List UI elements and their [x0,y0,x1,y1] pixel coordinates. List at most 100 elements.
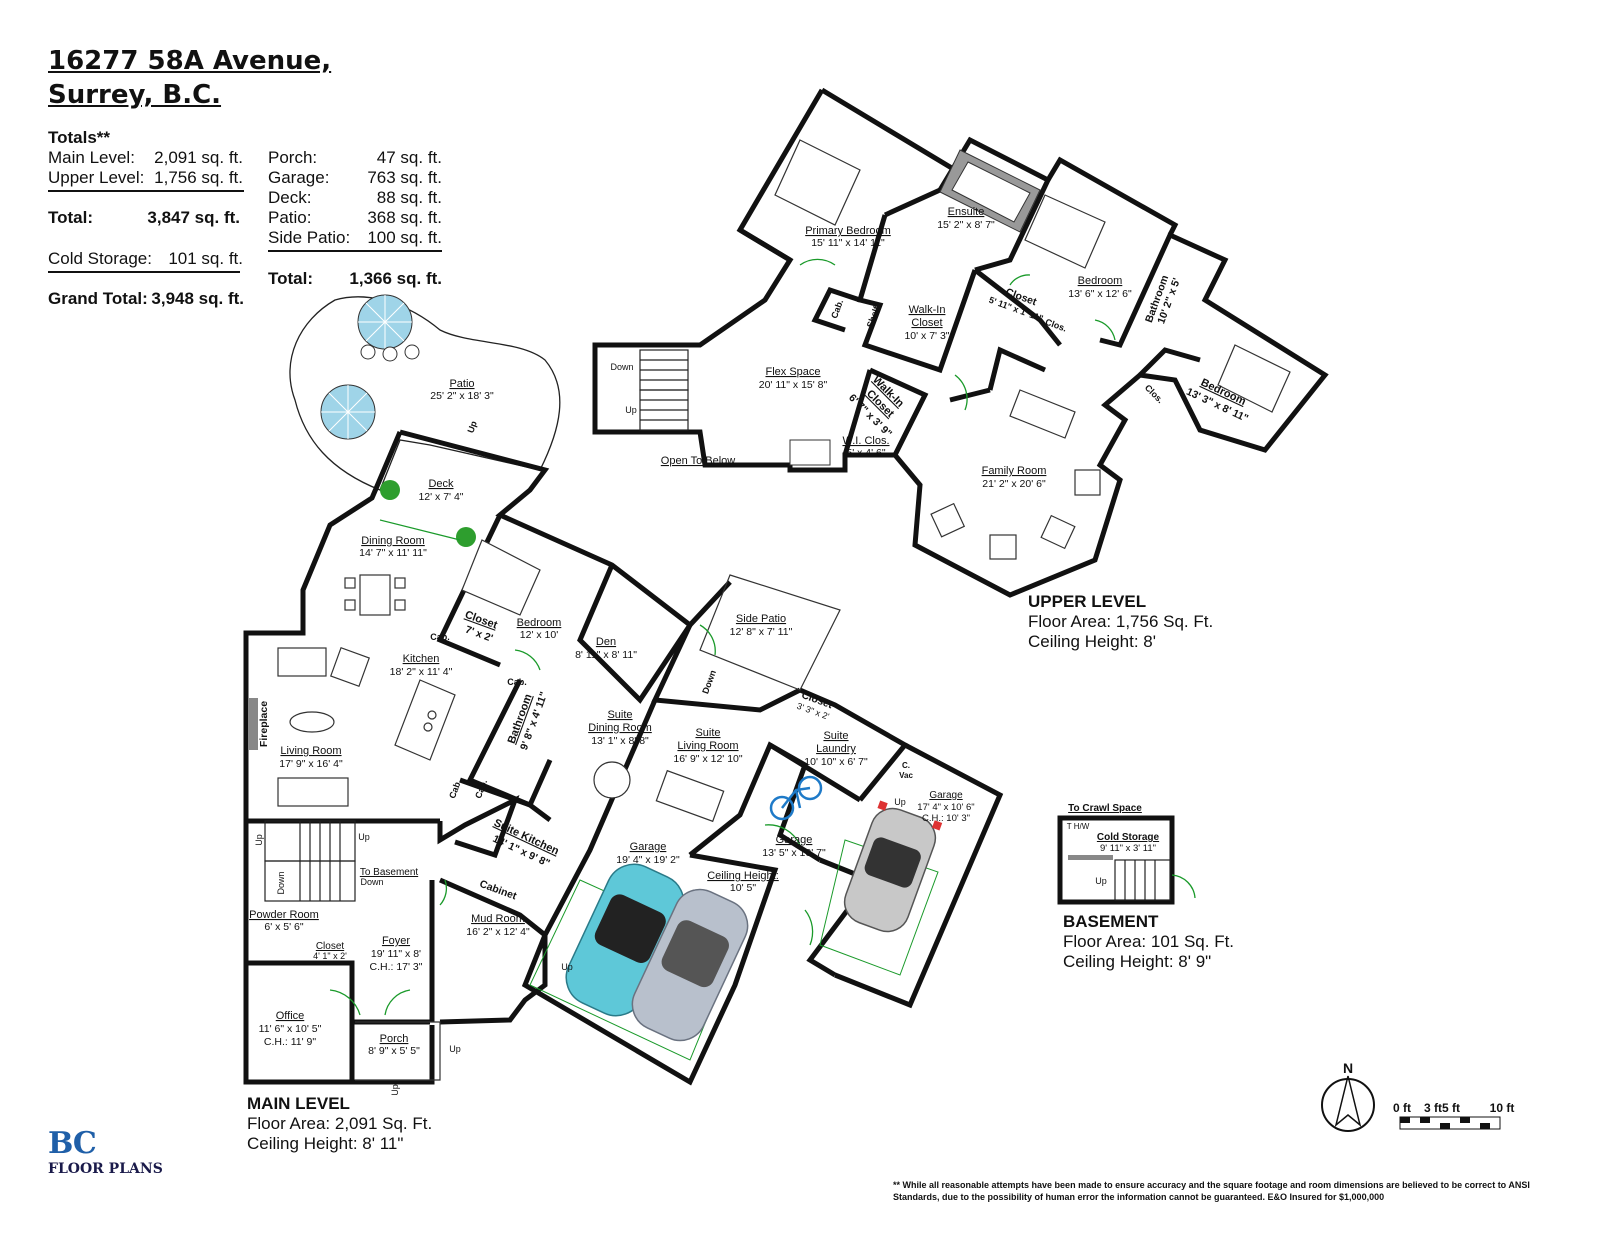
porch-outline [355,1021,441,1081]
dining-name: Dining Room [361,535,425,547]
totals-cold-value: 101 sq. ft. [168,249,243,268]
walkin-dims: 10' x 7' 3" [904,330,949,342]
bedroom-upper-dims: 13' 6" x 12' 6" [1068,288,1132,300]
crawl-space-label: To Crawl Space [1068,803,1142,814]
family-name: Family Room [982,465,1047,477]
to-basement-name: To Basement [360,867,419,878]
deck-up-label: Up [465,419,479,434]
suite-dining-dims: 13' 1" x 8' 8" [591,735,649,747]
fireplace-box [248,698,258,750]
cold-storage-name: Cold Storage [1097,832,1160,843]
hot-water-label: T H/W [1067,822,1090,831]
totals-porch-value: 47 sq. ft. [376,148,442,167]
powder-room-name: Powder Room [249,909,319,921]
basement-stairs [1114,859,1171,901]
primary-bedroom-name: Primary Bedroom [805,225,891,237]
foyer-dims: 19' 11" x 8' [371,948,421,960]
powder-room-dims: 6' x 5' 6" [264,921,304,933]
garage-big-dims: 19' 4" x 19' 2" [616,854,680,866]
cab-label-3: Cab. [447,778,463,800]
totals-patio-value: 368 sq. ft. [367,208,442,227]
totals-patio-label: Patio: [268,208,312,227]
totals-deck-value: 88 sq. ft. [376,188,442,207]
open-below-desk [789,439,831,466]
upper-level-area: Floor Area: 1,756 Sq. Ft. [1028,612,1214,631]
deck-name: Deck [428,478,454,490]
foyer-ch: C.H.: 17' 3" [369,961,422,973]
mud-room-name: Mud Room [471,913,525,925]
cab-label-2: Cab. [507,677,527,687]
den-name: Den [596,636,616,648]
totals-total-value: 3,847 sq. ft. [147,208,240,227]
totals-rule-3 [268,250,442,252]
to-basement-sub: Down [360,877,383,887]
suite-laundry-name: Suite [823,730,848,742]
suite-living-name2: Living Room [677,740,738,752]
garage-up-label-2: Up [561,962,573,972]
disclaimer-text: ** While all reasonable attempts have be… [893,1180,1530,1202]
mud-room-dims: 16' 2" x 12' 4" [466,926,530,938]
bedroom-main-name: Bedroom [517,617,562,629]
main-up-label-2: Up [254,834,264,846]
totals-porch-label: Porch: [268,148,318,167]
fireplace-label: Fireplace [258,701,270,747]
totals-garage-label: Garage: [268,168,330,187]
suite-table [593,761,725,823]
totals-deck-label: Deck: [268,188,312,207]
totals-side-patio-label: Side Patio: [268,228,351,247]
garage-right-name: Garage [929,790,963,801]
suite-dining-name: Suite [607,709,632,721]
wi-clos-name: W.I. Clos. [842,435,889,447]
car-blue [565,863,685,1017]
totals-side-patio-value: 100 sq. ft. [367,228,442,247]
shelf-label: Shelf [865,304,882,329]
scale-label-2: 10 ft [1490,1101,1515,1115]
suite-down-label: Down [700,669,718,695]
basement-level-area: Floor Area: 101 Sq. Ft. [1063,932,1235,951]
central-vac-label-1: C. [902,761,910,770]
logo-mark: BC [48,1126,97,1161]
door-arcs [329,519,814,1016]
totals-garage-value: 763 sq. ft. [367,168,442,187]
totals-grand-value: 3,948 sq. ft. [151,289,244,308]
suite-living-dims: 16' 9" x 12' 10" [673,753,743,765]
upper-level-title: UPPER LEVEL [1028,592,1147,611]
wi-clos-dims: 5' x 4' 6" [846,447,886,459]
scale-label-1: 3 ft5 ft [1424,1101,1460,1115]
closet-foyer-dims: 4' 1" x 2' [313,951,347,961]
bed-main [461,539,541,616]
upper-stairs [639,349,689,431]
totals-main-label: Main Level: [48,148,135,167]
main-down-label: Down [276,871,286,894]
logo-text: FLOOR PLANS [48,1161,163,1177]
upper-beds [774,139,1291,413]
car-silver [631,888,749,1042]
patio-outline [289,296,561,491]
walkin-name: Walk-In [909,304,946,316]
porch-up-label-2: Up [390,1084,400,1096]
totals-total-label: Total: [48,208,94,227]
living-name: Living Room [280,745,341,757]
patio-name: Patio [449,378,474,390]
side-patio-name: Side Patio [736,613,786,625]
porch-up-label: Up [449,1044,461,1054]
totals-grand-label: Grand Total: [48,289,148,308]
main-level-area: Floor Area: 2,091 Sq. Ft. [247,1114,433,1133]
foyer-name: Foyer [382,935,410,947]
suite-living-name: Suite [695,727,720,739]
basement-level-info: BASEMENT Floor Area: 101 Sq. Ft. Ceiling… [1063,912,1234,972]
upper-down-label: Down [610,362,633,372]
office-name: Office [276,1010,305,1022]
suite-dining-name2: Dining Room [588,722,652,734]
upper-level-ceiling: Ceiling Height: 8' [1028,632,1156,651]
garage-up-label: Up [894,797,906,807]
totals-main-value: 2,091 sq. ft. [154,148,243,167]
living-dims: 17' 9" x 16' 4" [279,758,343,770]
basement-walls [1057,815,1175,905]
main-level-walls [243,429,1004,1086]
address-line-2: Surrey, B.C. [48,80,222,110]
side-patio-outline [699,574,841,691]
upper-up-label: Up [625,405,637,415]
